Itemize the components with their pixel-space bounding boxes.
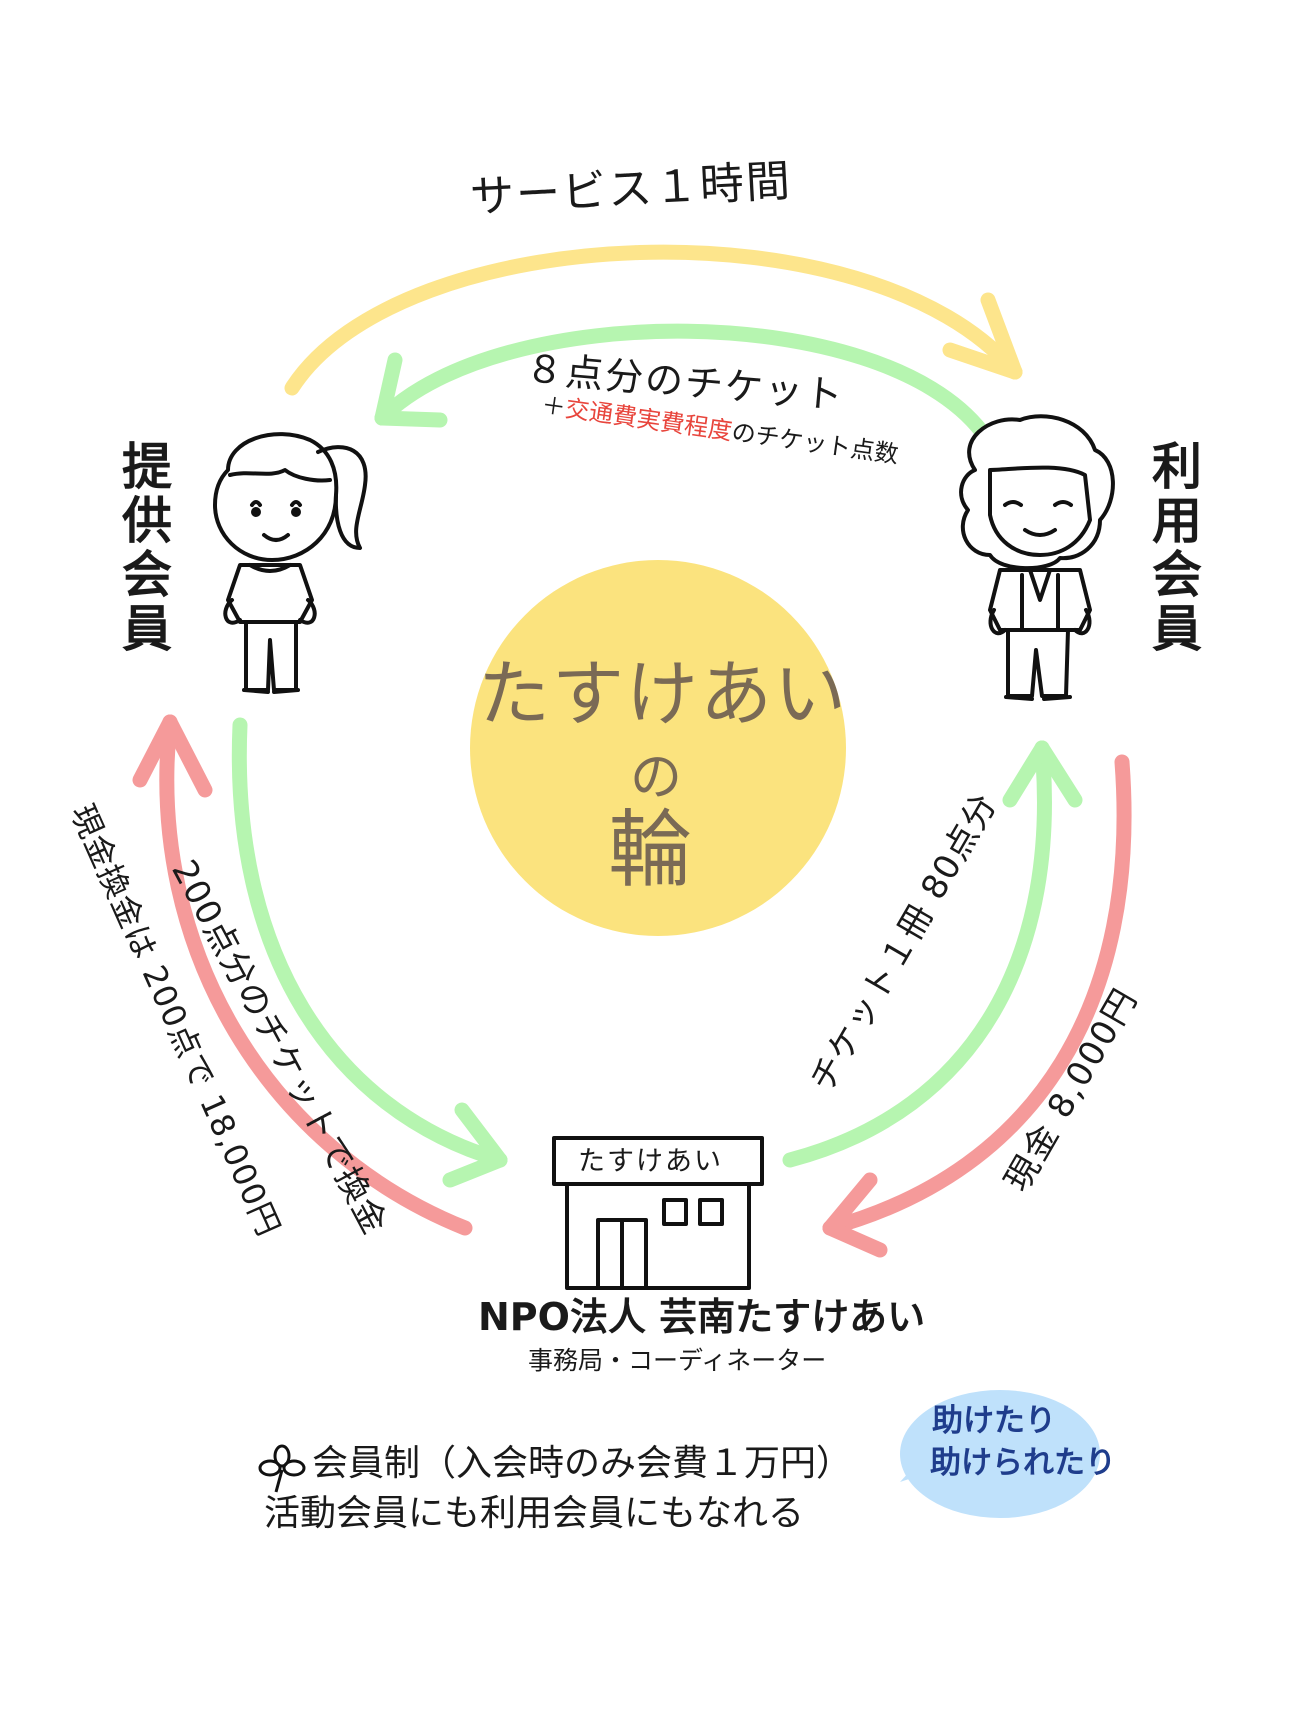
office-building-icon xyxy=(552,1136,764,1290)
bubble-line2: 助けられたり xyxy=(930,1445,1116,1481)
cash-8000-arrow xyxy=(822,754,1132,1258)
provider-role-label: 提供会員 xyxy=(114,440,172,656)
center-line3: 輪 xyxy=(608,801,693,899)
clover-icon xyxy=(258,1444,306,1493)
provider-person-icon xyxy=(213,432,368,694)
center-circle xyxy=(470,560,846,936)
center-line1: たすけあい xyxy=(478,652,849,736)
service-arrow xyxy=(284,244,1023,396)
ticket-book-arrow xyxy=(782,740,1083,1168)
footer-line2: 活動会員にも利用会員にもなれる xyxy=(264,1493,805,1534)
footer-line1: 会員制（入会時のみ会費１万円） xyxy=(312,1443,853,1484)
cash-exchange-arrow xyxy=(132,714,473,1236)
office-sign: たすけあい xyxy=(578,1146,723,1177)
exchange-arrow xyxy=(231,717,508,1188)
user-elder-icon xyxy=(959,414,1115,701)
ticket-arrow xyxy=(374,323,990,440)
office-sub: 事務局・コーディネーター xyxy=(528,1346,827,1375)
user-role-label: 利用会員 xyxy=(1144,440,1202,656)
bubble-line1: 助けたり xyxy=(932,1403,1056,1439)
speech-bubble xyxy=(900,1390,1100,1518)
office-name: NPO法人 芸南たすけあい xyxy=(478,1295,926,1339)
center-line2: の xyxy=(630,748,683,808)
